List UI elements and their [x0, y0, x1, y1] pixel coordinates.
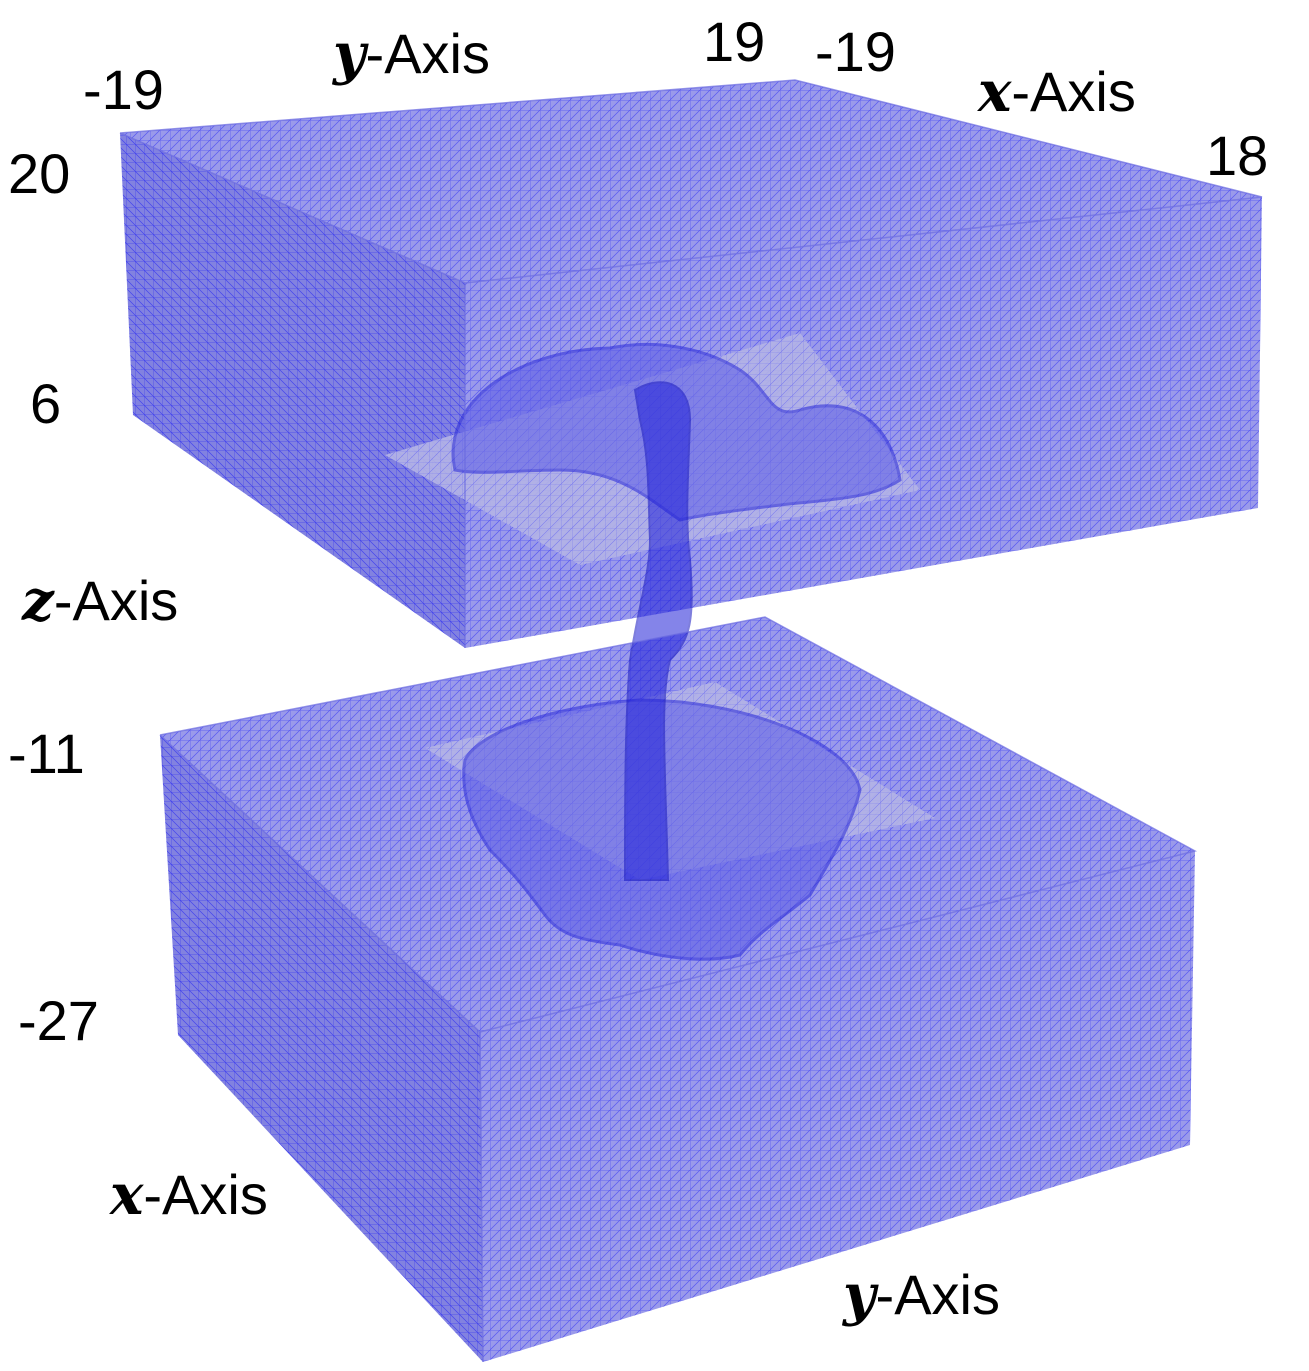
top-x-axis-title: x-Axis	[978, 64, 1136, 121]
block-edges	[119, 79, 1263, 1363]
top-x-axis-suffix: -Axis	[1011, 60, 1136, 123]
connecting-tube	[623, 381, 693, 881]
bottom-y-axis-var: y	[843, 1262, 876, 1328]
bottom-y-axis-suffix: -Axis	[875, 1263, 1000, 1326]
upper-block-top-face	[120, 80, 1262, 283]
z-top-label: 20	[8, 142, 71, 205]
z-bottom-label: -27	[18, 989, 99, 1052]
bottom-x-axis-title: x-Axis	[110, 1167, 268, 1224]
z-axis-var: z	[22, 568, 54, 634]
top-y-axis-suffix: -Axis	[365, 22, 490, 85]
lower-block-left-face	[160, 735, 483, 1362]
bottom-x-axis-var: x	[110, 1162, 144, 1228]
lower-mesh-block	[160, 617, 1195, 1362]
bottom-x-axis-suffix: -Axis	[143, 1163, 268, 1226]
top-y-max-label: 19	[703, 10, 766, 73]
upper-block-left-face	[120, 133, 465, 648]
z-axis-suffix: -Axis	[53, 569, 179, 632]
top-x-max-label: 18	[1206, 124, 1269, 187]
top-x-min-label: -19	[815, 20, 896, 83]
top-x-axis-var: x	[978, 59, 1012, 125]
top-y-axis-var: y	[333, 21, 366, 87]
z-lower-top-label: -11	[8, 722, 85, 785]
top-y-min-label: -19	[83, 58, 164, 121]
z-axis-title: z-Axis	[22, 573, 178, 630]
lower-block-right-face	[480, 851, 1195, 1362]
z-upper-bottom-label: 6	[30, 372, 62, 435]
top-y-axis-title: y-Axis	[333, 26, 490, 83]
bottom-y-axis-title: y-Axis	[843, 1267, 1000, 1324]
